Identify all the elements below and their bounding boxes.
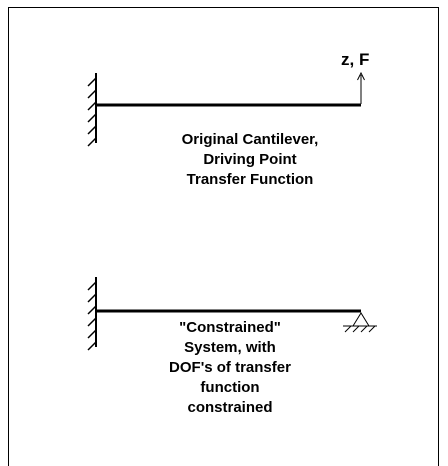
caption-line: function	[200, 379, 260, 396]
caption-line: Driving Point	[203, 151, 297, 168]
bottom-caption: "Constrained" System, with DOF's of tran…	[130, 318, 330, 418]
force-arrow-icon	[357, 71, 365, 104]
caption-line: constrained	[187, 399, 273, 416]
caption-line: DOF's of transfer	[169, 359, 291, 376]
caption-line: System, with	[184, 339, 276, 356]
caption-line: "Constrained"	[179, 319, 281, 336]
figure-frame	[8, 7, 439, 466]
load-label: z, F	[341, 50, 370, 69]
bottom-fixed-support	[87, 277, 97, 351]
top-caption: Original Cantilever, Driving Point Trans…	[150, 130, 350, 190]
pin-support-icon	[343, 312, 377, 333]
caption-line: Original Cantilever,	[181, 131, 319, 148]
top-fixed-support	[87, 73, 97, 147]
caption-line: Transfer Function	[186, 171, 314, 188]
